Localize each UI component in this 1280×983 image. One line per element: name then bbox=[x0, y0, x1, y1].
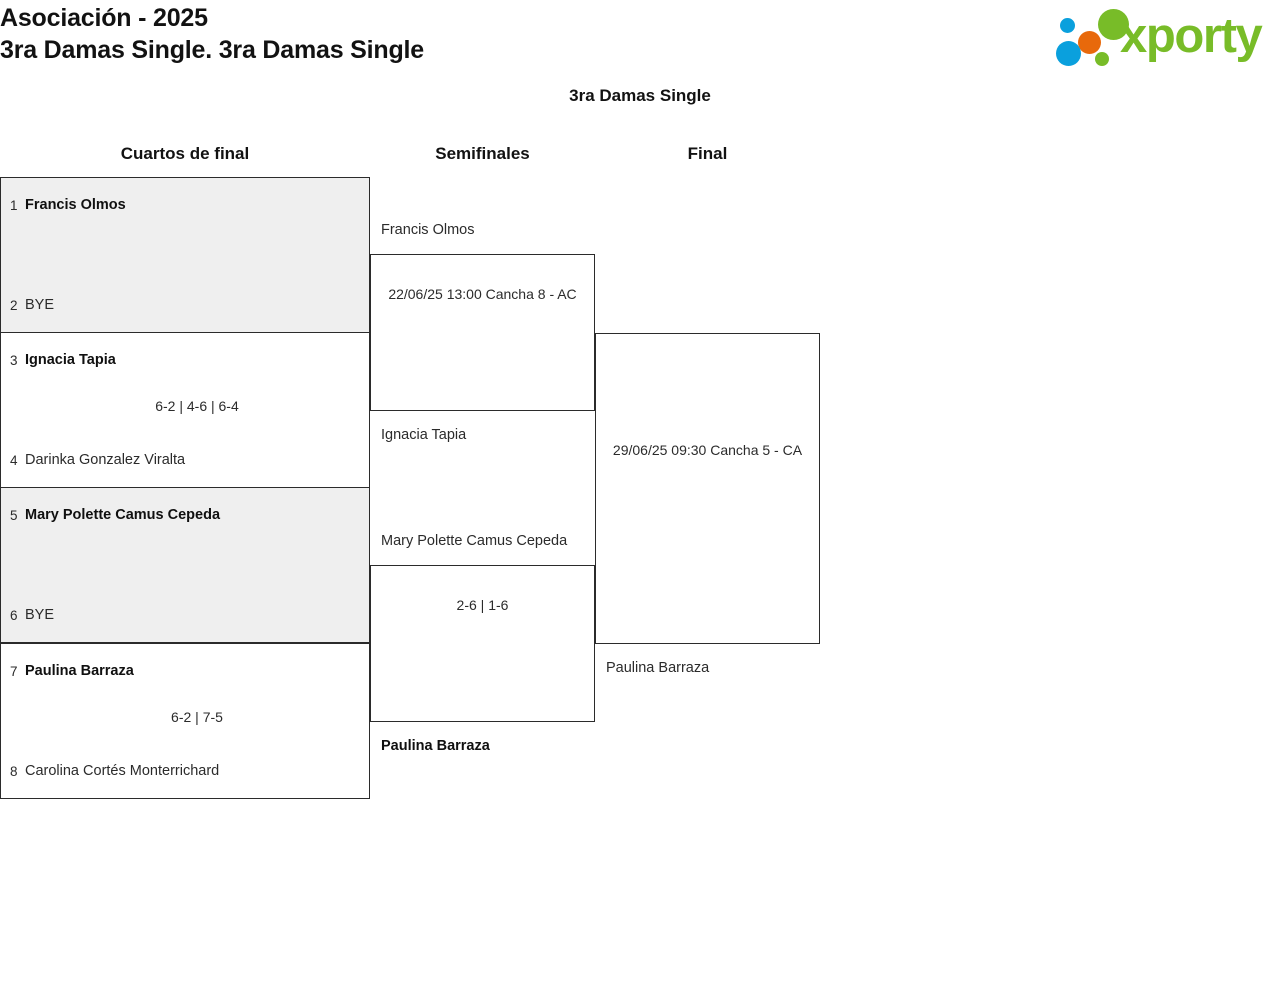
page-header: Asociación - 2025 3ra Damas Single. 3ra … bbox=[0, 0, 1280, 72]
match-r1-4-score: 6-2 | 7-5 bbox=[171, 709, 223, 725]
seed-number: 3 bbox=[10, 352, 18, 368]
match-r1-1-player-top[interactable]: 1 Francis Olmos bbox=[1, 194, 369, 216]
seed-number: 6 bbox=[10, 607, 18, 623]
player-name: BYE bbox=[25, 607, 55, 623]
match-r1-2-player-top[interactable]: 3 Ignacia Tapia bbox=[1, 349, 369, 371]
round-header-quarterfinals: Cuartos de final bbox=[120, 144, 250, 163]
match-r1-2-score: 6-2 | 4-6 | 6-4 bbox=[155, 398, 239, 414]
logo-wordmark: xporty bbox=[1120, 9, 1263, 63]
player-name: Darinka Gonzalez Viralta bbox=[25, 452, 186, 468]
match-r1-1[interactable]: 1 Francis Olmos 2 BYE bbox=[0, 177, 370, 333]
match-r1-4-player-top[interactable]: 7 Paulina Barraza bbox=[1, 660, 369, 682]
seed-number: 4 bbox=[10, 452, 18, 468]
player-name: Francis Olmos bbox=[381, 222, 475, 238]
round-header-final: Final bbox=[687, 144, 728, 163]
match-r3-1-player-bottom[interactable]: Paulina Barraza bbox=[596, 657, 819, 679]
seed-number: 5 bbox=[10, 507, 18, 523]
match-r1-3[interactable]: 5 Mary Polette Camus Cepeda 6 BYE bbox=[0, 487, 370, 643]
player-name: Ignacia Tapia bbox=[25, 352, 116, 368]
page-title: Asociación - 2025 3ra Damas Single. 3ra … bbox=[0, 2, 424, 66]
player-name: BYE bbox=[25, 297, 55, 313]
player-name: Ignacia Tapia bbox=[381, 427, 467, 443]
match-r1-2-player-bottom[interactable]: 4 Darinka Gonzalez Viralta bbox=[1, 449, 369, 471]
match-r2-2-score: 2-6 | 1-6 bbox=[456, 597, 509, 613]
logo-dots-icon bbox=[1056, 8, 1132, 66]
match-r1-2[interactable]: 3 Ignacia Tapia 6-2 | 4-6 | 6-4 4 Darink… bbox=[0, 332, 370, 488]
player-name: Paulina Barraza bbox=[25, 663, 134, 679]
seed-number: 1 bbox=[10, 197, 18, 213]
title-line-category: 3ra Damas Single. 3ra Damas Single bbox=[0, 36, 424, 64]
round-header-semifinals: Semifinales bbox=[435, 144, 530, 163]
player-name: Mary Polette Camus Cepeda bbox=[381, 533, 568, 549]
match-r2-1-schedule: 22/06/25 13:00 Cancha 8 - AC bbox=[388, 286, 577, 302]
seed-number: 7 bbox=[10, 663, 18, 679]
match-r2-2-player-bottom[interactable]: Paulina Barraza bbox=[371, 735, 594, 757]
xporty-logo[interactable]: xporty bbox=[1042, 4, 1274, 70]
seed-number: 8 bbox=[10, 763, 18, 779]
seed-number: 2 bbox=[10, 297, 18, 313]
match-r3-1-schedule: 29/06/25 09:30 Cancha 5 - CA bbox=[612, 442, 803, 458]
logo-dot-green-large-icon bbox=[1098, 9, 1129, 40]
match-r2-1[interactable]: Francis Olmos 22/06/25 13:00 Cancha 8 - … bbox=[370, 222, 595, 443]
match-r2-2[interactable]: Mary Polette Camus Cepeda 2-6 | 1-6 Paul… bbox=[370, 533, 595, 754]
match-r2-2-player-top[interactable]: Mary Polette Camus Cepeda bbox=[371, 530, 594, 552]
logo-dot-blue-small-icon bbox=[1060, 18, 1075, 33]
logo-dot-blue-large-icon bbox=[1056, 41, 1081, 66]
match-r3-1[interactable]: 29/06/25 09:30 Cancha 5 - CA Paulina Bar… bbox=[595, 333, 820, 676]
match-r2-1-player-bottom[interactable]: Ignacia Tapia bbox=[371, 424, 594, 446]
logo-dot-green-small-icon bbox=[1095, 52, 1109, 66]
match-r3-1-player-top[interactable] bbox=[596, 298, 819, 320]
match-r1-3-player-top[interactable]: 5 Mary Polette Camus Cepeda bbox=[1, 504, 369, 526]
match-r1-4-player-bottom[interactable]: 8 Carolina Cortés Monterrichard bbox=[1, 760, 369, 782]
player-name: Francis Olmos bbox=[25, 197, 126, 213]
match-r1-4[interactable]: 7 Paulina Barraza 6-2 | 7-5 8 Carolina C… bbox=[0, 643, 370, 799]
player-name: Carolina Cortés Monterrichard bbox=[25, 763, 220, 779]
match-r1-3-player-bottom[interactable]: 6 BYE bbox=[1, 604, 369, 626]
bracket-title: 3ra Damas Single bbox=[569, 86, 711, 105]
logo-dot-orange-icon bbox=[1078, 31, 1101, 54]
match-r1-1-player-bottom[interactable]: 2 BYE bbox=[1, 294, 369, 316]
match-r2-1-player-top[interactable]: Francis Olmos bbox=[371, 219, 594, 241]
player-name: Paulina Barraza bbox=[381, 738, 490, 754]
title-line-tournament: Asociación - 2025 bbox=[0, 4, 208, 32]
player-name: Paulina Barraza bbox=[606, 660, 710, 676]
player-name: Mary Polette Camus Cepeda bbox=[25, 507, 221, 523]
